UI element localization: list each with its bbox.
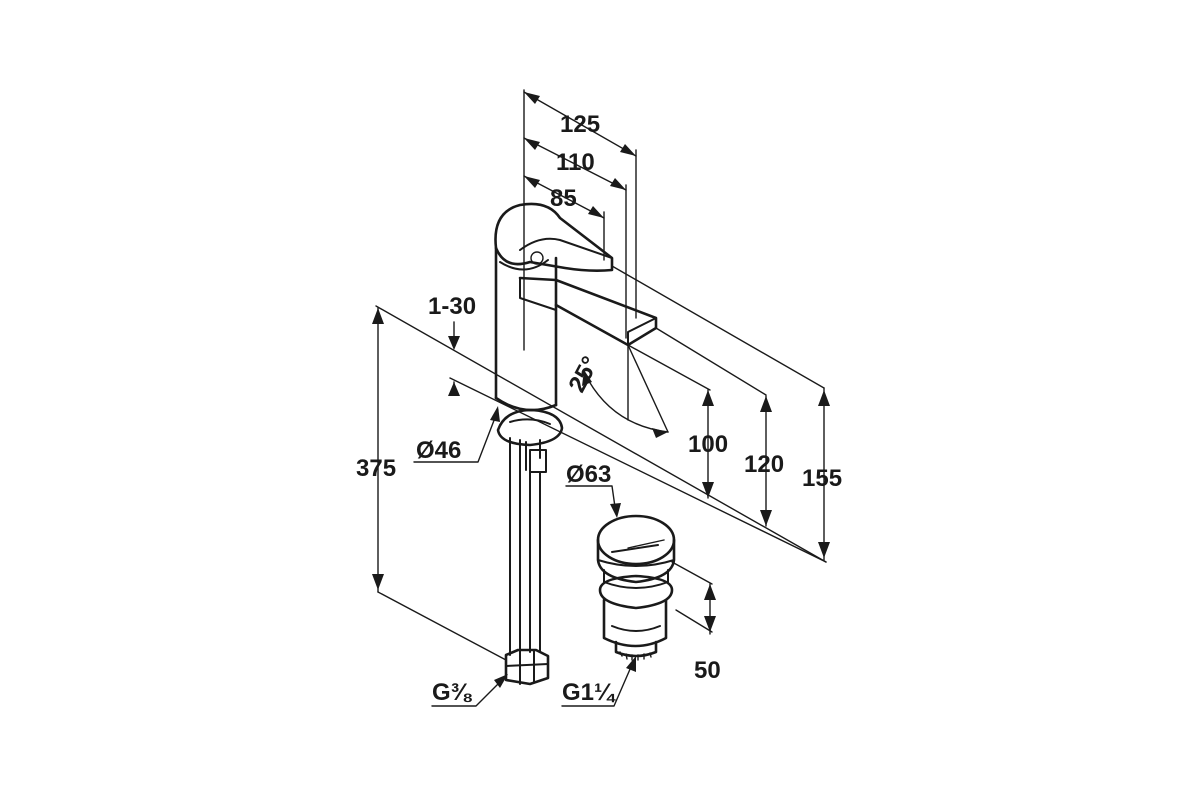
dim-waste-thread: G1¼ (562, 679, 616, 706)
dim-deck-thickness: 1-30 (428, 293, 476, 320)
dim-total-height: 155 (802, 465, 842, 492)
dim-lever-height: 120 (744, 451, 784, 478)
dim-lever-reach: 85 (550, 185, 577, 212)
dim-spout-reach: 110 (556, 149, 595, 176)
dim-body-diameter: Ø46 (416, 437, 461, 464)
dim-waste-diameter: Ø63 (566, 461, 611, 488)
dim-hose-length: 375 (356, 455, 396, 482)
faucet-body (494, 202, 658, 686)
dimension-lines (372, 89, 830, 707)
dim-overall-reach: 125 (560, 111, 600, 138)
dim-spout-angle: 25° (563, 352, 604, 397)
dim-waste-height: 50 (694, 657, 721, 684)
dim-spout-height: 100 (688, 431, 728, 458)
dimension-labels: 125 110 85 1-30 25° 100 120 155 375 Ø46 … (356, 111, 842, 706)
pop-up-waste (596, 514, 676, 661)
dim-hose-thread: G⅜ (432, 679, 473, 706)
